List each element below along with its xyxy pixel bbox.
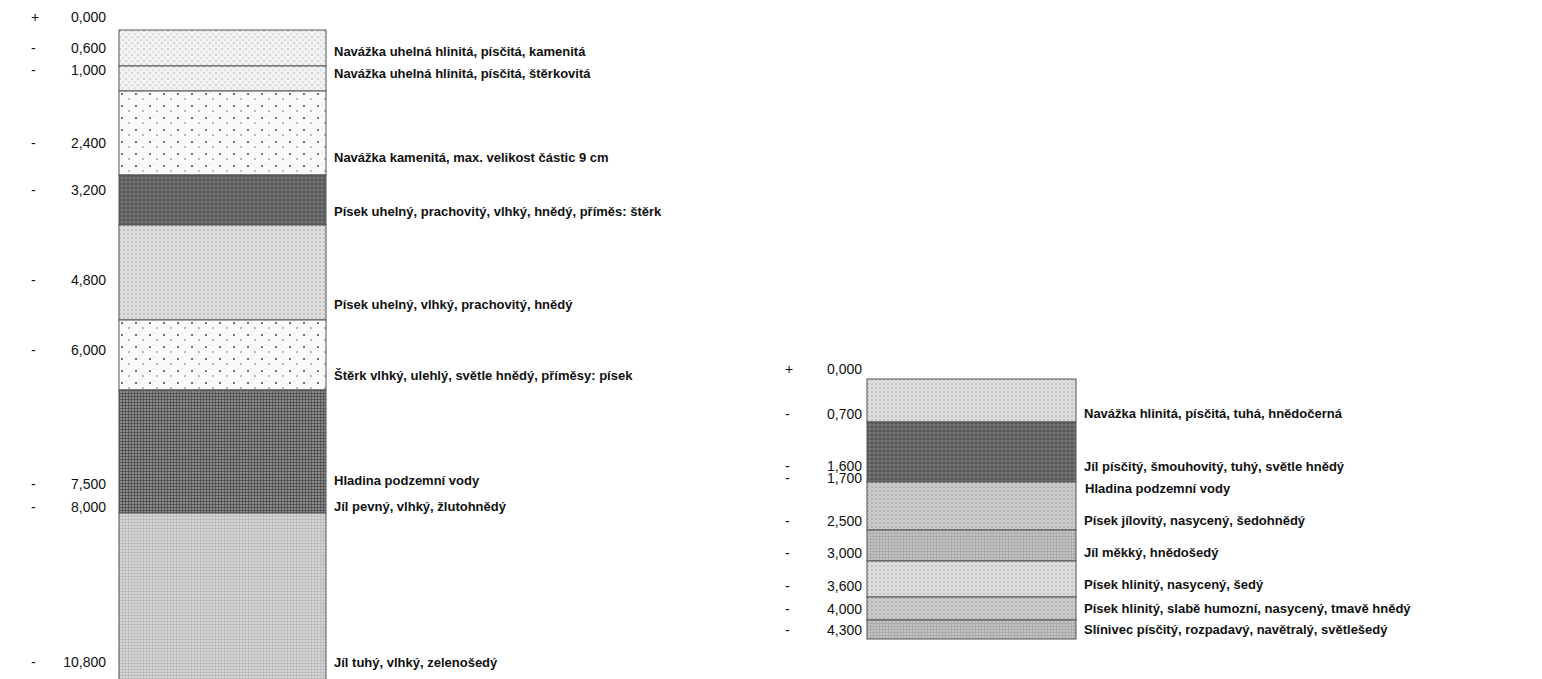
soil-layer: Písek hlinitý, nasycený, šedý (867, 561, 1076, 597)
depth-value: 0,000 (827, 361, 862, 377)
water-level-label: Hladina podzemní vody (334, 473, 479, 489)
soil-layer: Navážka kamenitá, max. velikost částic 9… (119, 91, 326, 175)
depth-sign: - (31, 272, 36, 288)
depth-sign: - (785, 601, 790, 617)
depth-value: 3,600 (827, 578, 862, 594)
depth-value: 2,500 (827, 513, 862, 529)
soil-layer: Písek uhelný, vlhký, prachovitý, hnědý (119, 225, 326, 320)
soil-layer: Jíl měkký, hnědošedý (867, 530, 1076, 561)
depth-value: 6,000 (71, 342, 106, 358)
soil-layer: Jíl písčitý, šmouhovitý, tuhý, světle hn… (867, 422, 1076, 482)
depth-value: 2,400 (71, 135, 106, 151)
depth-sign: - (31, 62, 36, 78)
depth-sign: - (31, 135, 36, 151)
layer-hatch (119, 175, 326, 225)
layer-description: Jíl písčitý, šmouhovitý, tuhý, světle hn… (1084, 459, 1344, 475)
depth-sign: - (785, 470, 790, 486)
depth-value: 4,800 (71, 272, 106, 288)
depth-value: 0,000 (71, 9, 106, 25)
depth-value: 1,000 (71, 62, 106, 78)
depth-value: 10,800 (63, 654, 106, 670)
layer-description: Navážka uhelná hlinitá, písčitá, štěrkov… (334, 66, 590, 82)
depth-sign: - (785, 622, 790, 638)
layer-hatch (867, 482, 1076, 530)
layer-description: Navážka hlinitá, písčitá, tuhá, hnědočer… (1084, 406, 1342, 422)
layer-hatch (119, 66, 326, 91)
layer-hatch (867, 620, 1076, 639)
layer-hatch (119, 320, 326, 390)
layer-hatch (867, 561, 1076, 597)
layer-description: Jíl pevný, vlhký, žlutohnědý (334, 499, 506, 515)
depth-value: 3,200 (71, 182, 106, 198)
depth-sign: - (31, 342, 36, 358)
depth-sign: - (31, 182, 36, 198)
soil-layer: Navážka uhelná hlinitá, písčitá, štěrkov… (119, 66, 326, 91)
depth-sign: - (31, 499, 36, 515)
depth-value: 1,700 (827, 470, 862, 486)
depth-value: 3,000 (827, 545, 862, 561)
soil-layer: Písek jílovitý, nasycený, šedohnědý (867, 482, 1076, 530)
layer-description: Štěrk vlhký, ulehlý, světle hnědý, přímě… (334, 368, 632, 384)
layer-hatch (867, 530, 1076, 561)
layer-description: Písek uhelný, vlhký, prachovitý, hnědý (334, 297, 572, 313)
layer-hatch (119, 30, 326, 66)
depth-value: 0,600 (71, 40, 106, 56)
depth-value: 8,000 (71, 499, 106, 515)
depth-value: 0,700 (827, 406, 862, 422)
soil-layer: Jíl tuhý, vlhký, zelenošedý (119, 513, 326, 679)
layer-hatch (867, 379, 1076, 422)
depth-value: 4,000 (827, 601, 862, 617)
layer-description: Písek hlinitý, slabě humozní, nasycený, … (1084, 601, 1411, 617)
water-level-label: Hladina podzemní vody (1085, 481, 1230, 497)
depth-sign: + (31, 9, 39, 25)
layer-hatch (867, 422, 1076, 482)
layer-hatch (119, 225, 326, 320)
layer-hatch (119, 91, 326, 175)
depth-value: 4,300 (827, 622, 862, 638)
soil-layer: Navážka hlinitá, písčitá, tuhá, hnědočer… (867, 379, 1076, 422)
depth-sign: - (785, 513, 790, 529)
layer-description: Navážka uhelná hlinitá, písčitá, kamenit… (334, 44, 585, 60)
soil-layer: Navážka uhelná hlinitá, písčitá, kamenit… (119, 30, 326, 66)
depth-sign: - (31, 40, 36, 56)
depth-sign: - (31, 476, 36, 492)
depth-sign: - (785, 578, 790, 594)
layer-hatch (867, 597, 1076, 620)
depth-sign: - (31, 654, 36, 670)
soil-layer: Písek uhelný, prachovitý, vlhký, hnědý, … (119, 175, 326, 225)
layer-description: Jíl měkký, hnědošedý (1084, 545, 1218, 561)
soil-layer: Písek hlinitý, slabě humozní, nasycený, … (867, 597, 1076, 620)
soil-layer: Jíl pevný, vlhký, žlutohnědý (119, 390, 326, 513)
soil-layer: Slínivec písčitý, rozpadavý, navětralý, … (867, 620, 1076, 639)
depth-sign: - (785, 406, 790, 422)
layer-description: Písek jílovitý, nasycený, šedohnědý (1084, 513, 1305, 529)
soil-layer: Štěrk vlhký, ulehlý, světle hnědý, přímě… (119, 320, 326, 390)
depth-sign: + (785, 361, 793, 377)
layer-description: Jíl tuhý, vlhký, zelenošedý (334, 655, 497, 671)
layer-description: Navážka kamenitá, max. velikost částic 9… (334, 150, 609, 166)
layer-description: Písek uhelný, prachovitý, vlhký, hnědý, … (334, 204, 661, 220)
depth-value: 7,500 (71, 476, 106, 492)
layer-description: Písek hlinitý, nasycený, šedý (1084, 577, 1263, 593)
layer-hatch (119, 513, 326, 679)
depth-sign: - (785, 545, 790, 561)
layer-hatch (119, 390, 326, 513)
layer-description: Slínivec písčitý, rozpadavý, navětralý, … (1084, 622, 1388, 638)
